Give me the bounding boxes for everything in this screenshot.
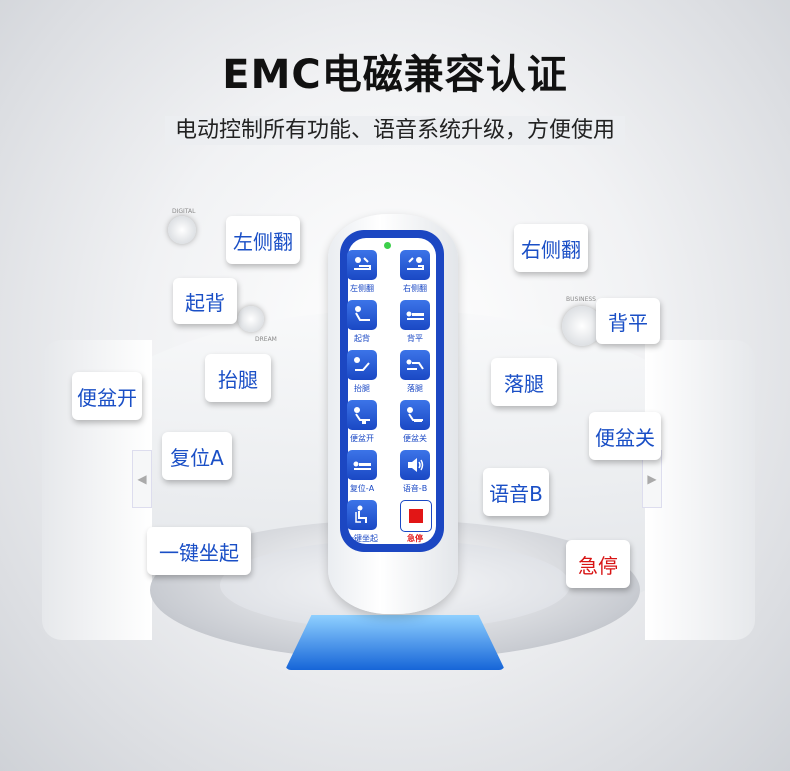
page-subtitle: 电动控制所有功能、语音系统升级，方便使用 (0, 112, 790, 145)
left-arrow-icon: ◀ (132, 450, 152, 508)
one-key-sit-button[interactable] (347, 500, 377, 530)
leg-up-icon (354, 357, 370, 371)
callout-one-key-sit: 一键坐起 (147, 527, 251, 575)
right-turn-label: 右侧翻 (403, 284, 427, 293)
bedpan-close-button[interactable] (400, 400, 430, 430)
business-knob-icon (562, 306, 602, 346)
leg-down-icon (406, 359, 424, 370)
digital-label: DIGITAL (172, 208, 196, 215)
bedpan-close-label: 便盆关 (403, 434, 427, 443)
emergency-stop-label: 急停 (407, 534, 423, 543)
left-turn-label: 左侧翻 (350, 284, 374, 293)
back-flat-icon (406, 311, 424, 320)
back-flat-button[interactable] (400, 300, 430, 330)
digital-knob-icon (168, 216, 196, 244)
back-up-icon (355, 306, 370, 321)
voice-b-button[interactable] (400, 450, 430, 480)
back-flat-label: 背平 (407, 334, 423, 343)
reset-a-label: 复位-A (349, 484, 375, 493)
subtitle-text: 电动控制所有功能、语音系统升级，方便使用 (164, 116, 625, 145)
right-arrow-icon: ▶ (642, 450, 662, 508)
page-title: EMC电磁兼容认证 (222, 52, 568, 98)
leg-up-button[interactable] (347, 350, 377, 380)
callout-reset-a: 复位A (162, 432, 232, 480)
callout-left-turn: 左侧翻 (226, 216, 300, 264)
platform-blue-glow (285, 615, 505, 670)
bedpan-open-icon (354, 407, 370, 424)
callout-leg-down: 落腿 (491, 358, 557, 406)
callout-back-flat: 背平 (596, 298, 660, 344)
leg-down-label: 落腿 (407, 384, 423, 393)
reset-icon (353, 461, 371, 470)
right-turn-button[interactable] (400, 250, 430, 280)
power-led (384, 242, 391, 249)
dream-label: DREAM (255, 336, 277, 343)
callout-leg-up: 抬腿 (205, 354, 271, 402)
left-turn-icon (354, 257, 371, 270)
callout-emergency-stop: 急停 (566, 540, 630, 588)
remote-panel-face (348, 238, 436, 544)
emergency-stop-button[interactable] (400, 500, 432, 532)
callout-back-up: 起背 (173, 278, 237, 324)
one-key-sit-label: 一键坐起 (346, 534, 378, 543)
stop-icon (409, 509, 423, 523)
right-curved-panel (645, 340, 755, 640)
sit-up-icon (355, 505, 367, 523)
back-up-button[interactable] (347, 300, 377, 330)
bedpan-open-button[interactable] (347, 400, 377, 430)
business-label: BUSINESS (566, 296, 596, 303)
callout-bedpan-open: 便盆开 (72, 372, 142, 420)
reset-a-button[interactable] (347, 450, 377, 480)
callout-voice-b: 语音B (483, 468, 549, 516)
back-up-label: 起背 (354, 334, 370, 343)
callout-bedpan-close: 便盆关 (589, 412, 661, 460)
dream-knob-icon (238, 306, 264, 332)
callout-right-turn: 右侧翻 (514, 224, 588, 272)
leg-down-button[interactable] (400, 350, 430, 380)
bedpan-close-icon (407, 407, 423, 422)
bedpan-open-label: 便盆开 (350, 434, 374, 443)
speaker-icon (408, 458, 424, 472)
voice-b-label: 语音-B (402, 484, 428, 493)
leg-up-label: 抬腿 (354, 384, 370, 393)
left-turn-button[interactable] (347, 250, 377, 280)
right-turn-icon (407, 257, 424, 270)
